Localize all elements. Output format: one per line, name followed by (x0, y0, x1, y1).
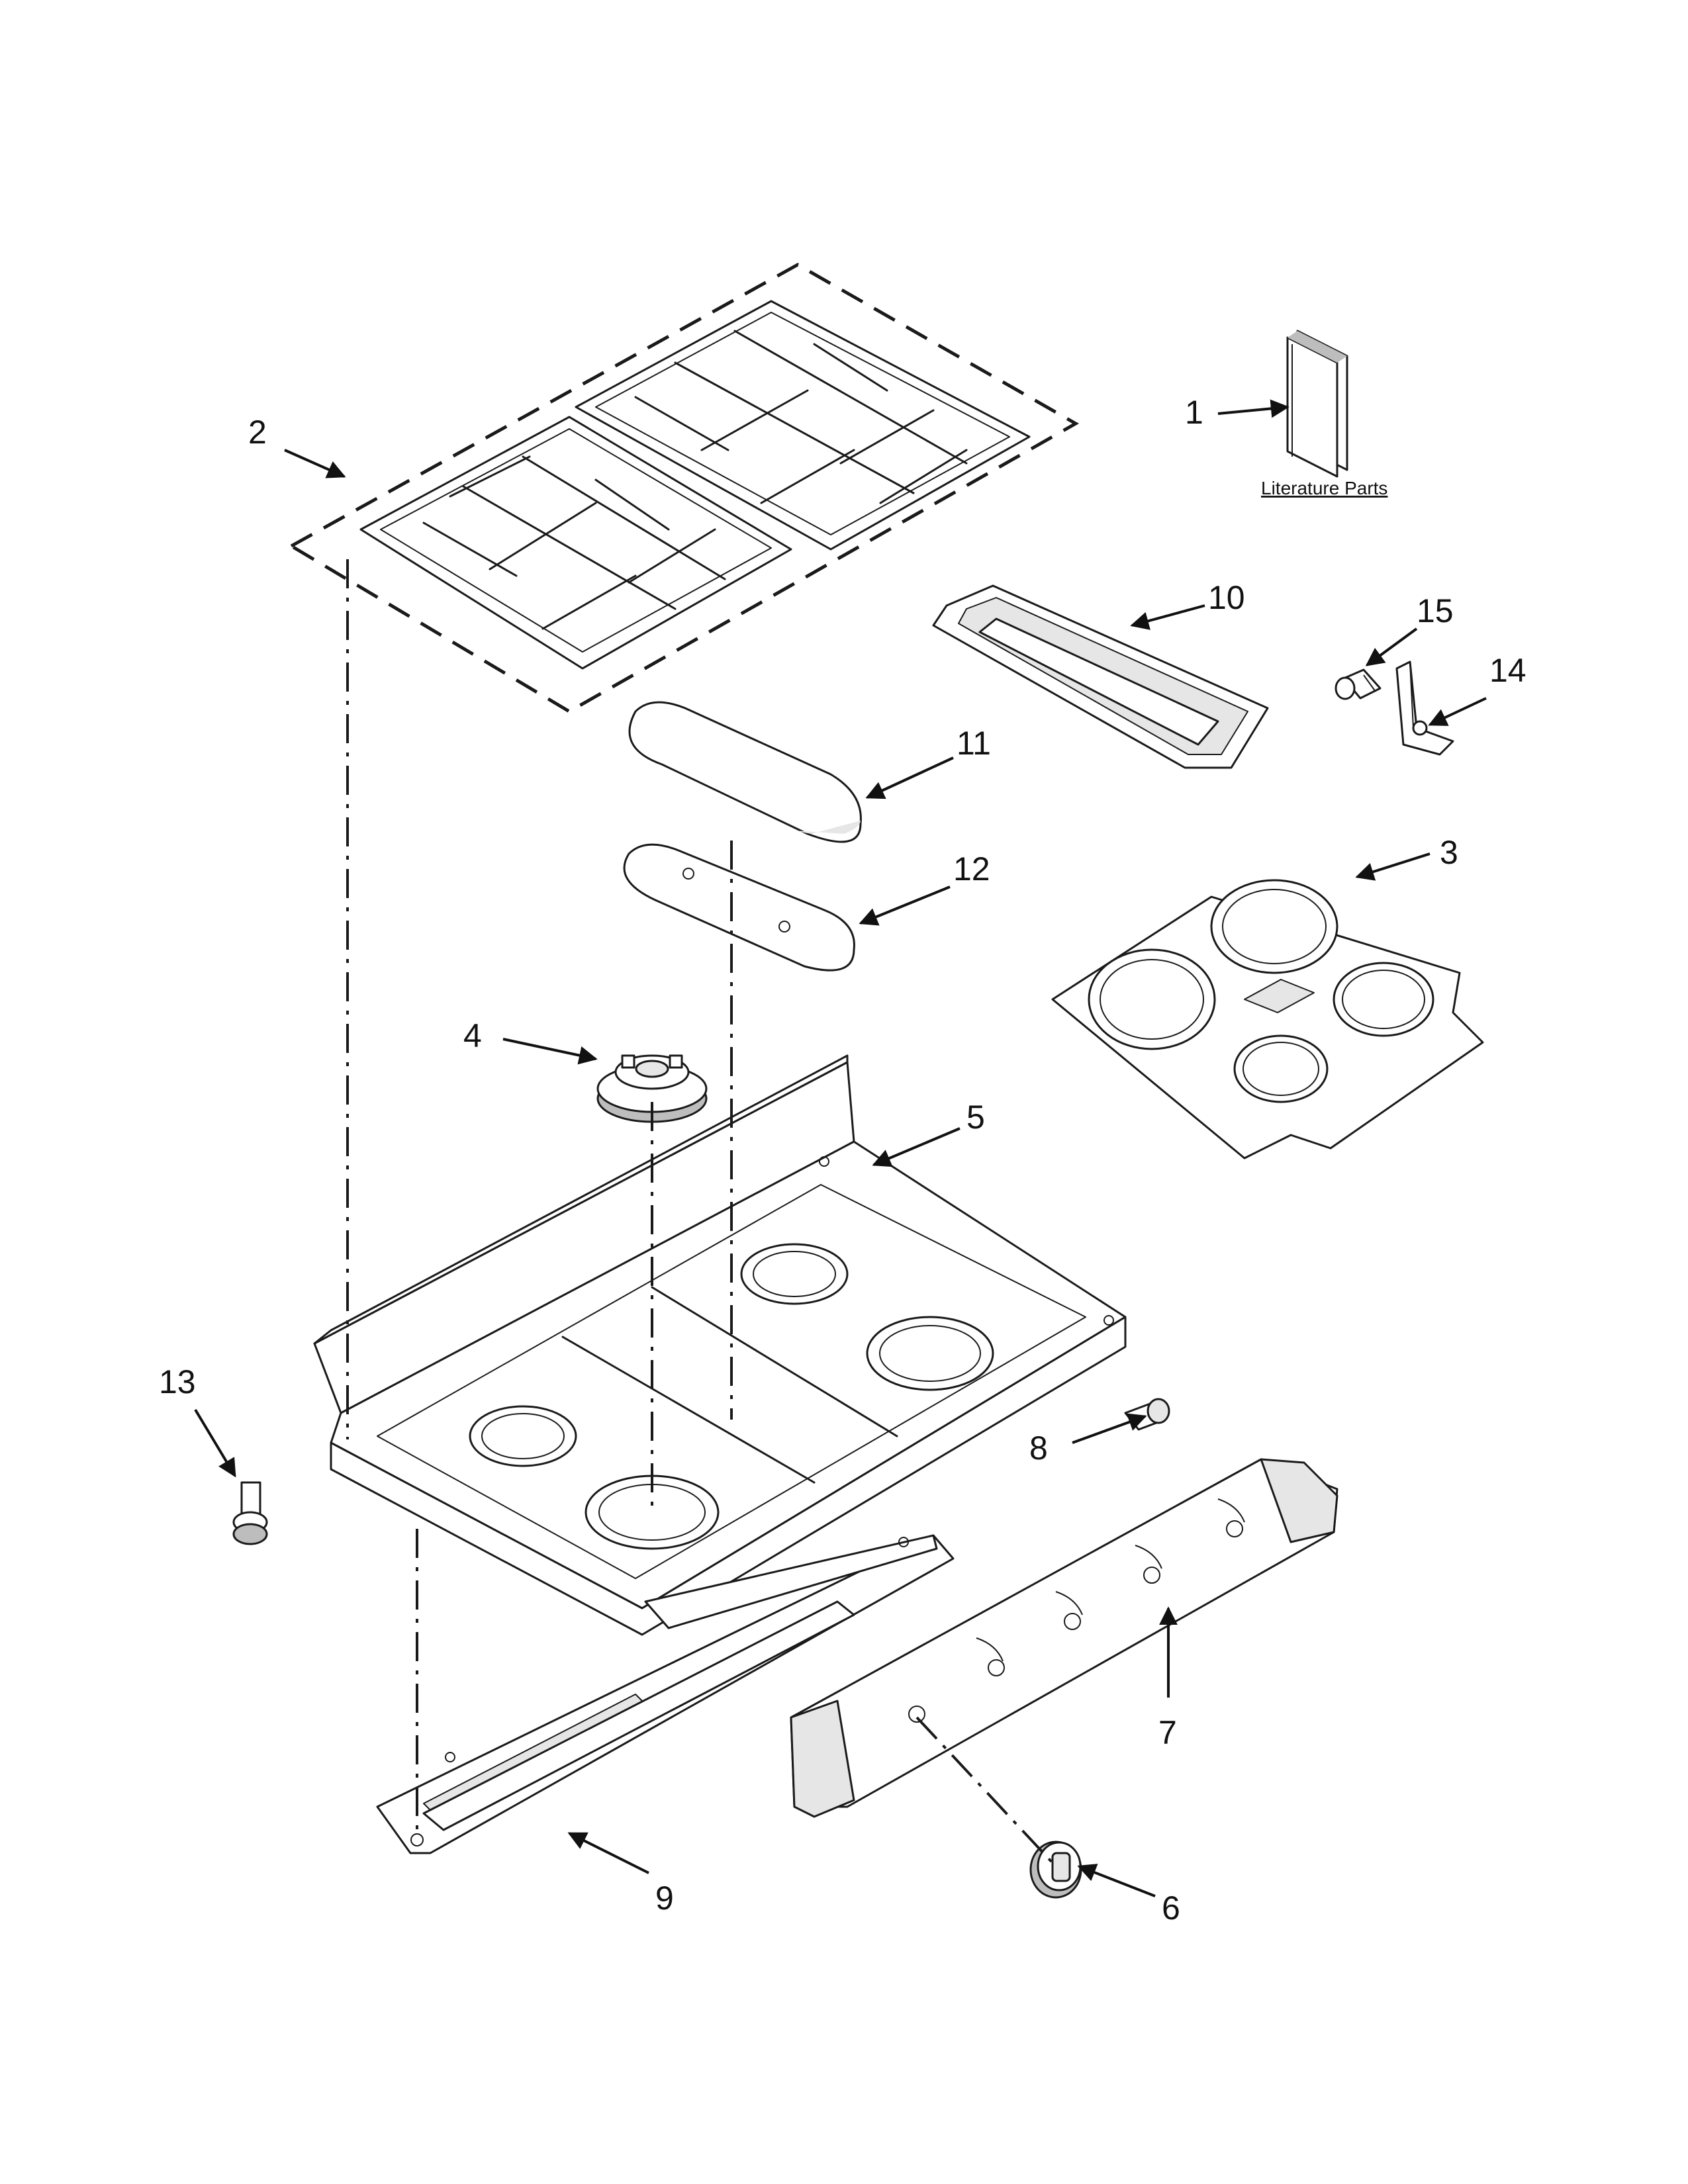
callout-4: 4 (463, 1017, 482, 1054)
callout-14: 14 (1489, 652, 1526, 689)
literature-parts-booklet[interactable] (1286, 330, 1348, 478)
leader-arrows (194, 399, 1487, 1897)
cooktop-main-part-5[interactable] (313, 1054, 1127, 1636)
callout-labels: 1 2 3 4 5 6 7 8 9 10 11 12 13 14 15 (159, 394, 1526, 1927)
manifold-bracket-part-9[interactable] (376, 1534, 955, 1854)
screw-part-8[interactable] (1124, 1398, 1170, 1431)
screw-part-15[interactable] (1335, 668, 1382, 700)
callout-1: 1 (1185, 394, 1203, 431)
bracket-part-14[interactable] (1395, 660, 1454, 756)
callout-7: 7 (1158, 1714, 1177, 1751)
burner-part-4[interactable] (596, 1054, 708, 1123)
callout-3: 3 (1440, 834, 1458, 871)
callout-6: 6 (1162, 1889, 1180, 1927)
callout-11: 11 (957, 725, 991, 762)
griddle[interactable] (932, 584, 1269, 769)
callout-9: 9 (655, 1880, 674, 1917)
control-knob-part-6[interactable] (1029, 1841, 1082, 1899)
grate-assembly[interactable] (287, 263, 1080, 713)
callout-8: 8 (1029, 1430, 1048, 1467)
callout-10: 10 (1208, 579, 1245, 616)
literature-parts-label: Literature Parts (1261, 478, 1387, 498)
alignment-lines (346, 559, 1057, 1868)
burner-cover-part-11[interactable] (628, 701, 862, 843)
callout-13: 13 (159, 1363, 196, 1400)
callout-15: 15 (1417, 592, 1454, 629)
callout-12: 12 (953, 850, 990, 887)
leveling-leg-part-13[interactable] (232, 1481, 268, 1545)
control-panel-part-7[interactable] (790, 1458, 1338, 1818)
cooktop-part-3[interactable] (1051, 879, 1484, 1160)
callout-5: 5 (966, 1099, 985, 1136)
burner-plate-part-12[interactable] (623, 843, 855, 972)
callout-2: 2 (248, 414, 267, 451)
